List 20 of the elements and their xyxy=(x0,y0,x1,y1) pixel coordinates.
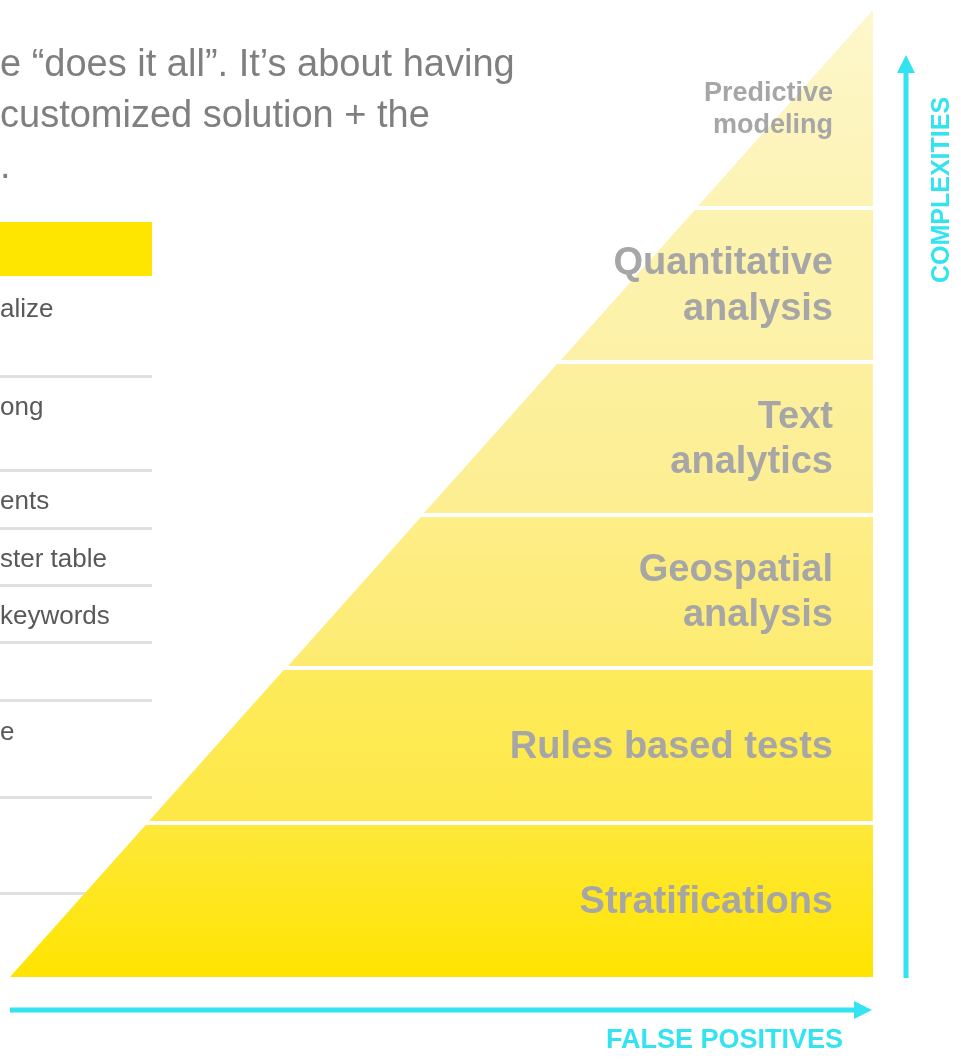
pyramid-tier xyxy=(10,825,873,977)
axis-label: COMPLEXITIES xyxy=(925,96,955,284)
heading-text: customized solution + the xyxy=(0,95,430,133)
heading-text: e “does it all”. It’s about having xyxy=(0,44,515,82)
table-text: ong xyxy=(0,393,44,419)
table-text: alize xyxy=(0,295,54,321)
table-text: e xyxy=(0,718,15,744)
axis-label: FALSE POSITIVES xyxy=(605,1024,843,1055)
heading-text: . xyxy=(0,146,11,184)
pyramid-tier xyxy=(287,517,873,666)
table-text: ster table xyxy=(0,545,107,571)
pyramid-tier xyxy=(698,10,873,206)
pyramid-tier xyxy=(424,364,873,513)
table-text: keywords xyxy=(0,602,110,628)
pyramid-tier xyxy=(149,670,873,821)
table-text: ents xyxy=(0,487,50,513)
tier-label: Geospatial analysis xyxy=(637,545,833,637)
tier-label: Rules based tests xyxy=(508,722,833,768)
tier-label: Stratifications xyxy=(578,878,833,924)
tier-label: Text analytics xyxy=(669,392,833,484)
